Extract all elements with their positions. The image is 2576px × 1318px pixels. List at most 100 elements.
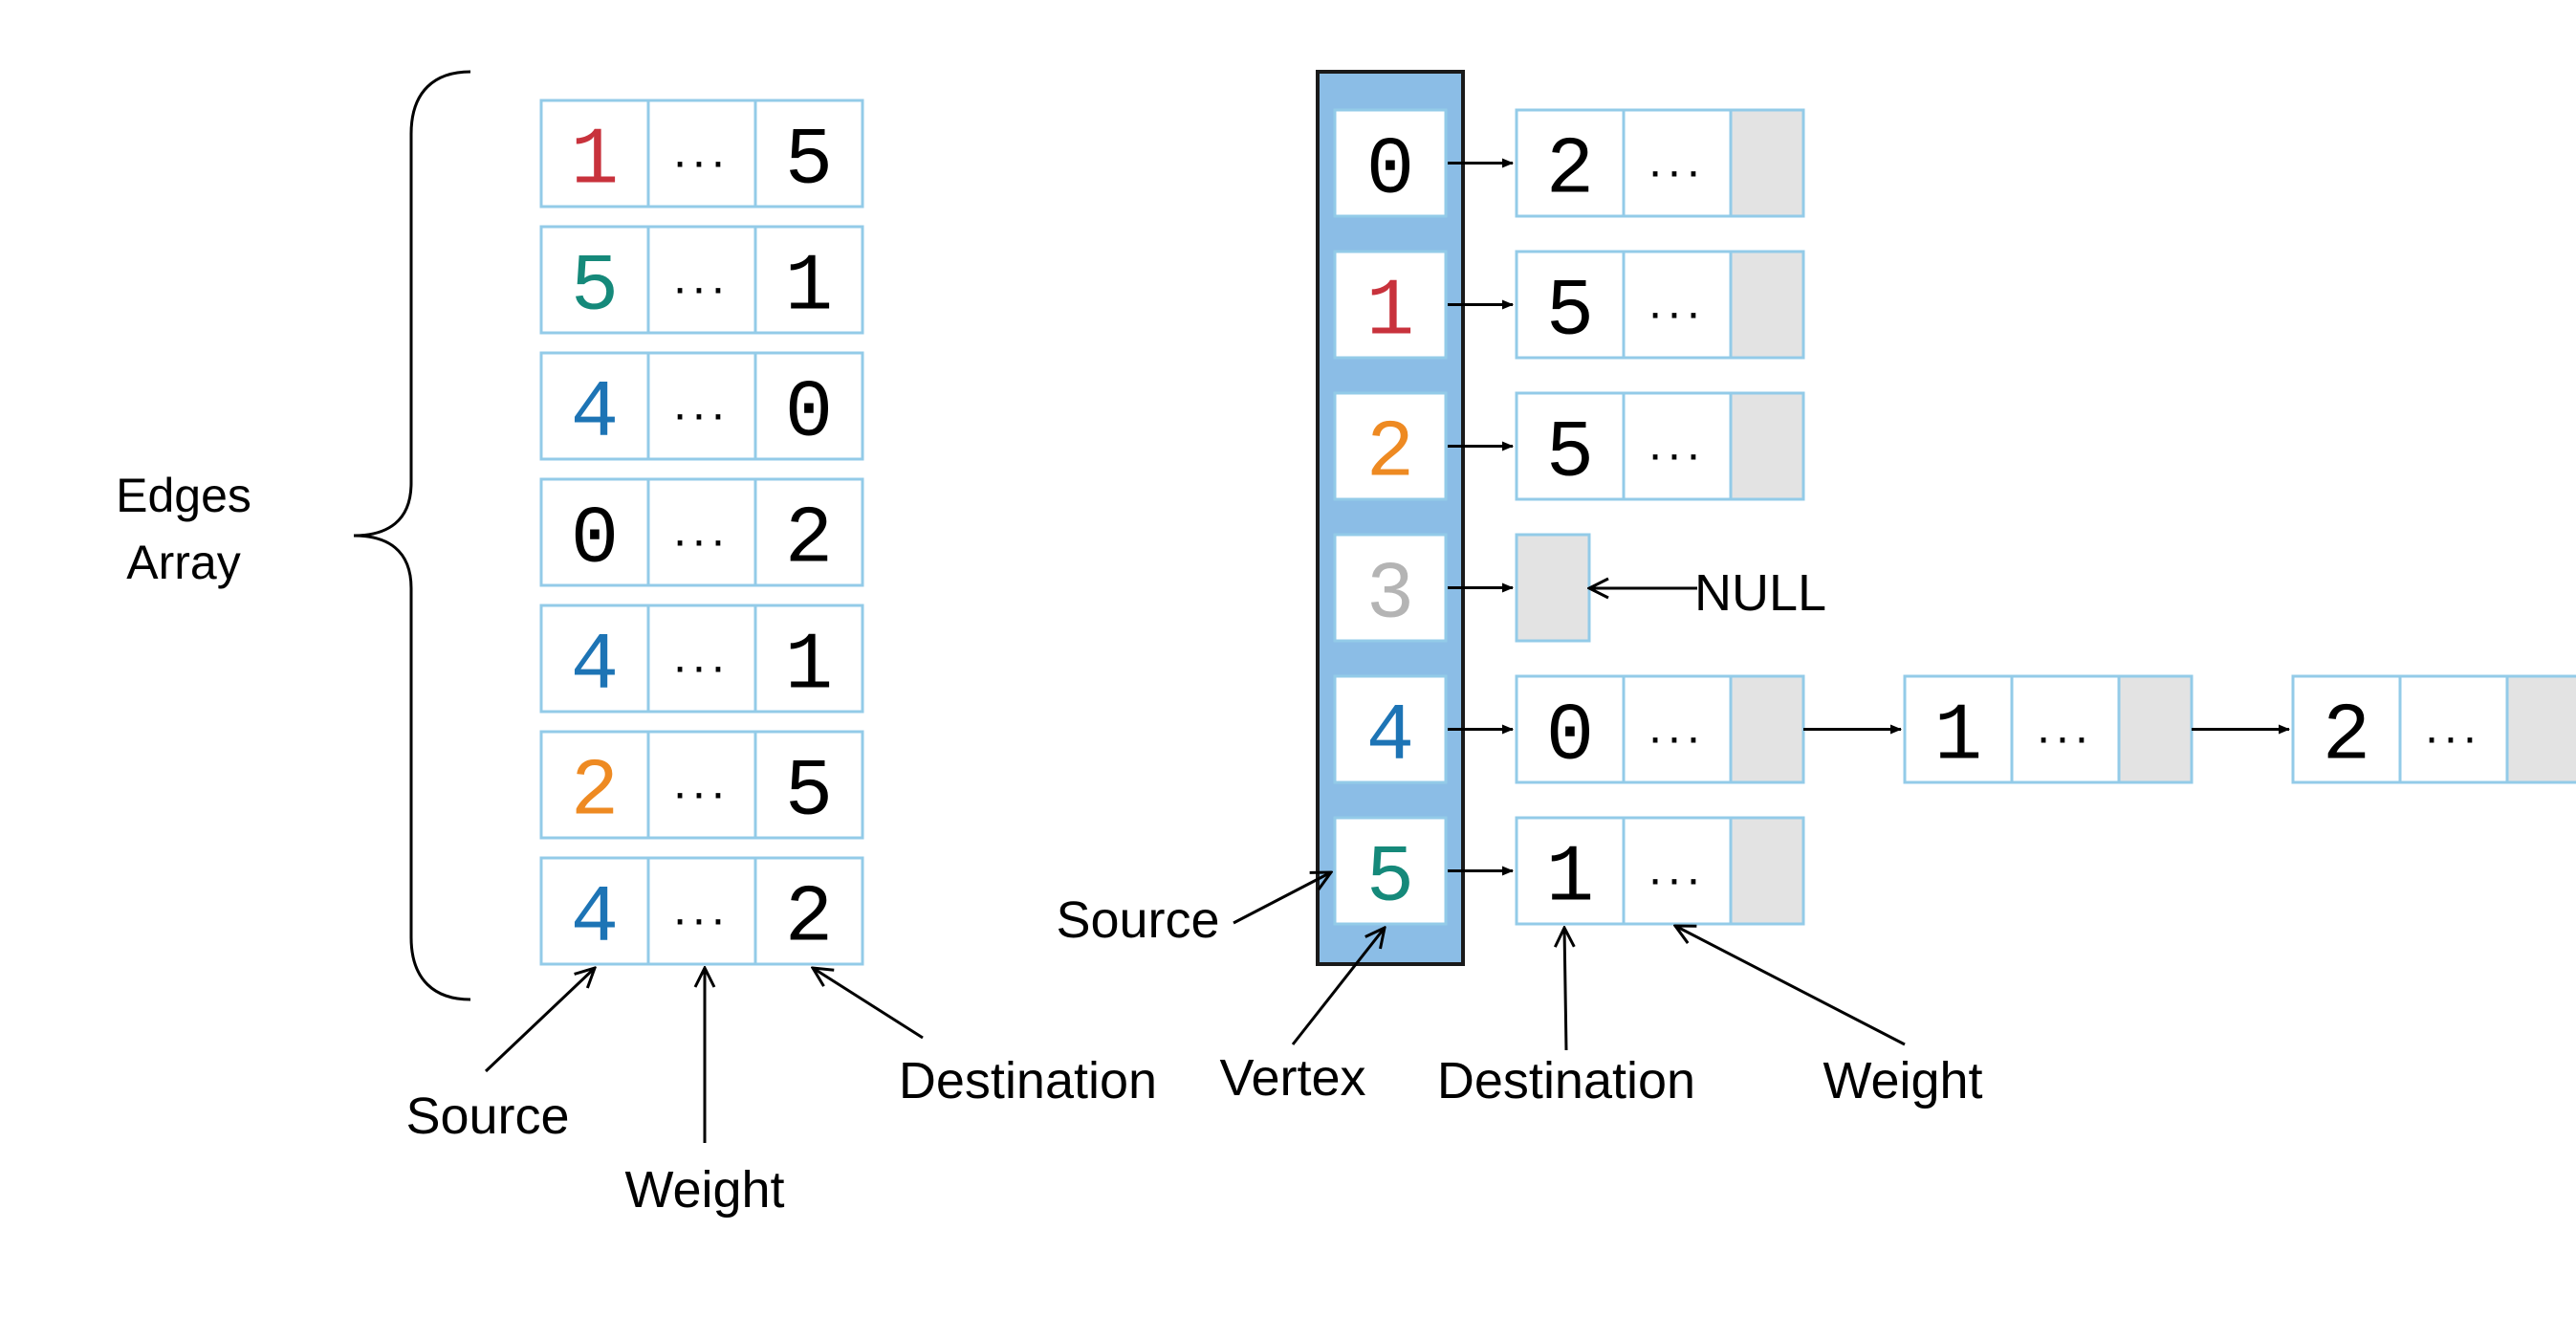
vertex-cell	[1333, 108, 1448, 218]
adjacency-row: 1 5...	[1333, 250, 1805, 360]
node-weight-ellipsis: ...	[1648, 700, 1706, 754]
edge-destination-cell	[753, 99, 864, 209]
node-weight-ellipsis: ...	[1648, 417, 1706, 471]
edge-weight-ellipsis: ...	[673, 377, 731, 430]
edges-array-brace	[353, 70, 471, 1001]
edge-source-cell	[539, 604, 650, 714]
edge-source-value: 2	[571, 748, 619, 839]
edge-source-cell	[539, 856, 650, 966]
edge-destination-value: 2	[785, 495, 833, 586]
node-weight-cell	[1622, 674, 1733, 784]
adj-source-arrow	[1233, 872, 1331, 925]
edge-row: 4... 0	[539, 351, 864, 461]
edge-source-value: 4	[571, 874, 619, 965]
list-node: 1...	[1515, 816, 1805, 926]
vertex-value: 0	[1366, 126, 1414, 217]
vertex-cell	[1333, 391, 1448, 501]
edges-destination-arrow	[813, 968, 924, 1040]
list-node: 0...	[1515, 674, 1902, 784]
node-weight-cell	[2010, 674, 2121, 784]
node-weight-ellipsis: ...	[1648, 842, 1706, 895]
node-next-pointer-cell	[1729, 391, 1805, 501]
edges-weight-label: Weight	[624, 1161, 784, 1219]
edge-destination-cell	[753, 225, 864, 335]
edge-destination-value: 0	[785, 369, 833, 460]
edge-destination-cell	[753, 351, 864, 461]
list-node: 1...	[1903, 674, 2290, 784]
adj-source-label: Source	[1056, 891, 1219, 949]
null-label: NULL	[1694, 564, 1826, 622]
node-weight-cell	[2398, 674, 2509, 784]
node-destination-cell	[1515, 391, 1626, 501]
vertex-value: 5	[1366, 834, 1414, 925]
edge-source-value: 0	[571, 495, 619, 586]
edge-row: 2...5	[539, 730, 864, 840]
adjacency-row: 2 5...	[1333, 391, 1805, 501]
node-destination-value: 0	[1546, 692, 1594, 783]
node-destination-value: 1	[1934, 692, 1982, 783]
adj-weight-arrow	[1675, 926, 1906, 1046]
node-next-pointer-cell	[1729, 816, 1805, 926]
edge-weight-ellipsis: ...	[673, 251, 731, 304]
edge-destination-cell	[753, 856, 864, 966]
node-destination-cell	[1515, 816, 1626, 926]
edge-weight-ellipsis: ...	[673, 756, 731, 809]
edges-source-label: Source	[405, 1087, 569, 1145]
edge-weight-cell	[646, 99, 757, 209]
vertex-value: 4	[1366, 692, 1414, 783]
edge-row: 4...1	[539, 604, 864, 714]
node-weight-ellipsis: ...	[1648, 134, 1706, 187]
node-next-pointer-cell	[1729, 108, 1805, 218]
list-node: 5...	[1515, 391, 1805, 501]
edge-row: 4...2	[539, 856, 864, 966]
node-next-pointer-cell	[2117, 674, 2194, 784]
edges-array-label-line2: Array	[126, 536, 240, 589]
edge-row: 1... 5	[539, 99, 864, 209]
node-next-pointer-cell	[2505, 674, 2576, 784]
vertex-cell	[1333, 533, 1448, 643]
node-destination-cell	[1515, 108, 1626, 218]
edge-destination-cell	[753, 730, 864, 840]
vertex-value: 3	[1366, 551, 1414, 642]
node-destination-value: 2	[1546, 126, 1594, 217]
edge-weight-ellipsis: ...	[673, 503, 731, 557]
edge-weight-cell	[646, 351, 757, 461]
edge-weight-ellipsis: ...	[673, 124, 731, 178]
node-destination-cell	[1903, 674, 2014, 784]
node-weight-ellipsis: ...	[2037, 700, 2094, 754]
vertex-cell	[1333, 816, 1448, 926]
edge-destination-value: 5	[785, 117, 833, 208]
edge-source-cell	[539, 730, 650, 840]
adj-destination-label: Destination	[1437, 1052, 1695, 1109]
node-destination-value: 1	[1546, 834, 1594, 925]
edges-destination-label: Destination	[899, 1052, 1157, 1109]
edge-row: 5... 1	[539, 225, 864, 335]
edge-source-value: 4	[571, 622, 619, 713]
edge-destination-value: 2	[785, 874, 833, 965]
list-node: 2...	[1515, 108, 1805, 218]
edges-array-label-line1: Edges	[116, 469, 251, 522]
adjacency-row: 5 1...	[1333, 816, 1805, 926]
edge-source-cell	[539, 351, 650, 461]
edge-weight-cell	[646, 604, 757, 714]
list-node: 5...	[1515, 250, 1805, 360]
edge-weight-cell	[646, 225, 757, 335]
edge-destination-cell	[753, 604, 864, 714]
adjacency-row: 0 2...	[1333, 108, 1805, 218]
adjacency-row: 3	[1333, 533, 1591, 643]
edge-source-value: 4	[571, 369, 619, 460]
edge-source-value: 1	[571, 117, 619, 208]
vertex-cell	[1333, 674, 1448, 784]
edge-source-value: 5	[571, 243, 619, 334]
node-destination-value: 5	[1546, 409, 1594, 500]
adj-weight-label: Weight	[1823, 1052, 1982, 1109]
vertex-value: 1	[1366, 268, 1414, 359]
node-next-pointer-cell	[1729, 674, 1805, 784]
edge-destination-value: 1	[785, 243, 833, 334]
vertex-value: 2	[1366, 409, 1414, 500]
edge-weight-ellipsis: ...	[673, 629, 731, 683]
adj-vertex-label: Vertex	[1219, 1049, 1365, 1107]
